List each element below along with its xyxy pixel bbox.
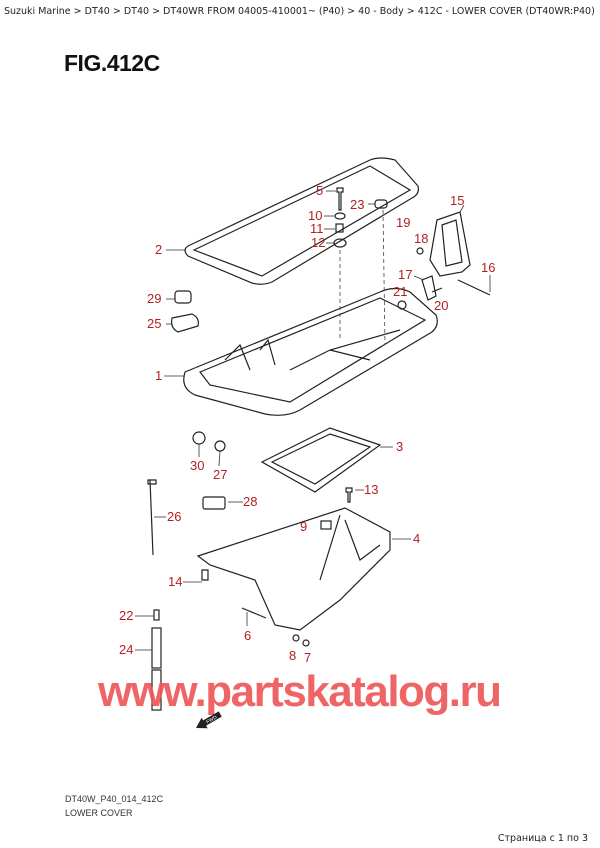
part-label-20[interactable]: 20: [434, 298, 448, 313]
watermark: www.partskatalog.ru: [97, 667, 502, 716]
grommet-12: [333, 238, 347, 248]
part-label-28[interactable]: 28: [243, 494, 257, 509]
lower-cover-tray: [183, 287, 438, 416]
washer-8: [292, 634, 300, 642]
part-label-11[interactable]: 11: [310, 221, 324, 236]
cap-28: [202, 496, 226, 510]
clip-9: [320, 520, 332, 530]
part-label-27[interactable]: 27: [213, 467, 227, 482]
washer-18: [416, 247, 424, 255]
tube-24: [151, 627, 162, 669]
bolt-14: [201, 569, 209, 581]
leader-lines: [135, 190, 491, 651]
part-label-17[interactable]: 17: [398, 267, 412, 282]
grommet-25: [171, 313, 199, 333]
fwd-arrow-icon: FWD: [196, 711, 222, 729]
band-26: [147, 479, 157, 556]
part-label-1[interactable]: 1: [155, 368, 162, 383]
washer-10: [334, 212, 346, 220]
guide-line: [382, 209, 386, 346]
part-label-18[interactable]: 18: [414, 231, 428, 246]
part-label-23[interactable]: 23: [350, 197, 364, 212]
lower-cover-4: [196, 507, 391, 631]
bolt-6: [241, 607, 267, 619]
tray-inner: [224, 329, 401, 371]
lower-cover-inner: [319, 514, 381, 581]
part-label-6[interactable]: 6: [244, 628, 251, 643]
part-label-7[interactable]: 7: [304, 650, 311, 665]
part-label-29[interactable]: 29: [147, 291, 161, 306]
bracket-17: [421, 275, 437, 301]
diagram-caption: LOWER COVER: [65, 808, 133, 818]
part-label-10[interactable]: 10: [308, 208, 322, 223]
pin-16: [457, 279, 491, 296]
part-label-25[interactable]: 25: [147, 316, 161, 331]
part-label-2[interactable]: 2: [155, 242, 162, 257]
part-label-3[interactable]: 3: [396, 439, 403, 454]
part-label-19[interactable]: 19: [396, 215, 410, 230]
part-label-21[interactable]: 21: [393, 284, 407, 299]
part-label-4[interactable]: 4: [413, 531, 420, 546]
part-label-26[interactable]: 26: [167, 509, 181, 524]
part-label-13[interactable]: 13: [364, 482, 378, 497]
part-label-5[interactable]: 5: [316, 183, 323, 198]
nut-21: [397, 300, 407, 310]
grommet-30: [192, 431, 206, 445]
part-label-9[interactable]: 9: [300, 519, 307, 534]
diagram-code: DT40W_P40_014_412C: [65, 794, 164, 804]
part-label-12[interactable]: 12: [311, 235, 325, 250]
bolt-13: [345, 487, 353, 503]
part-label-22[interactable]: 22: [119, 608, 133, 623]
plug-27: [214, 440, 226, 452]
part-label-24[interactable]: 24: [119, 642, 133, 657]
collar-11: [335, 223, 344, 233]
part-labels: 5 23 15 10 11 19 18 12 2 16 17 21 20 29 …: [119, 183, 495, 665]
pagination: Страница с 1 по 3: [497, 833, 588, 844]
part-label-16[interactable]: 16: [481, 260, 495, 275]
seal-3: [260, 427, 382, 493]
stud-22: [153, 609, 160, 621]
part-label-30[interactable]: 30: [190, 458, 204, 473]
breadcrumb[interactable]: Suzuki Marine > DT40 > DT40 > DT40WR FRO…: [4, 6, 595, 17]
tube-24b: [151, 669, 162, 711]
top-seal: [184, 157, 419, 285]
figure-title: FIG.412C: [64, 50, 160, 76]
hinge-bracket: [429, 211, 471, 277]
bolt-5: [336, 187, 344, 211]
bolt-20: [431, 287, 443, 293]
part-label-14[interactable]: 14: [168, 574, 182, 589]
grommet-29: [174, 290, 192, 304]
fwd-label: FWD: [205, 714, 218, 725]
part-label-8[interactable]: 8: [289, 648, 296, 663]
part-label-15[interactable]: 15: [450, 193, 464, 208]
nut-7: [302, 639, 310, 647]
